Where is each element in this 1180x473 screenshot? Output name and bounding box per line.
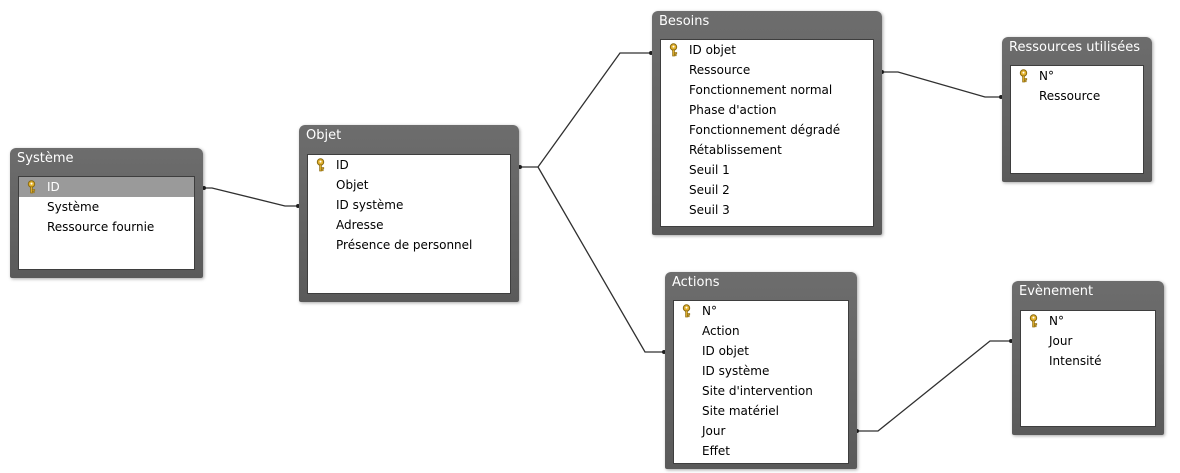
field-name: Phase d'action — [689, 103, 777, 117]
field-row[interactable]: N° — [1011, 66, 1143, 86]
field-row[interactable]: ID — [308, 155, 510, 175]
field-name: Seuil 2 — [689, 183, 730, 197]
field-name: Intensité — [1049, 354, 1102, 368]
table-title[interactable]: Actions — [672, 275, 720, 290]
field-name: ID système — [336, 198, 404, 212]
field-row[interactable]: Jour — [674, 421, 848, 441]
field-name: Rétablissement — [689, 143, 782, 157]
field-name: Jour — [702, 424, 726, 438]
field-row[interactable]: N° — [1021, 311, 1155, 331]
field-row[interactable]: Fonctionnement dégradé — [661, 120, 873, 140]
key-icon — [667, 43, 680, 57]
field-row[interactable]: Site matériel — [674, 401, 848, 421]
field-name: ID — [336, 158, 349, 172]
field-row[interactable]: N° — [674, 301, 848, 321]
field-name: Effet — [702, 444, 730, 458]
field-row[interactable]: Seuil 2 — [661, 180, 873, 200]
link-systeme-objet[interactable] — [204, 187, 299, 207]
field-name: Fonctionnement normal — [689, 83, 833, 97]
field-row[interactable]: ID objet — [674, 341, 848, 361]
field-row[interactable]: ID objet — [661, 40, 873, 60]
field-name: Seuil 1 — [689, 163, 730, 177]
field-row[interactable]: Phase d'action — [661, 100, 873, 120]
link-endpoint — [202, 186, 206, 190]
field-list[interactable]: N° Ressource — [1010, 65, 1144, 174]
field-name: N° — [1049, 314, 1064, 328]
link-besoins-ressources[interactable] — [882, 71, 1002, 98]
field-name: Présence de personnel — [336, 238, 473, 252]
table-title[interactable]: Besoins — [659, 14, 710, 29]
table-title[interactable]: Système — [17, 151, 74, 166]
field-name: Jour — [1049, 334, 1073, 348]
field-row[interactable]: Système — [19, 197, 194, 217]
field-row[interactable]: Seuil 3 — [661, 200, 873, 220]
field-name: Système — [47, 200, 100, 214]
field-name: ID système — [702, 364, 770, 378]
link-actions-evenement[interactable] — [857, 340, 1012, 432]
field-name: Adresse — [336, 218, 384, 232]
key-icon — [680, 304, 693, 318]
field-name: ID objet — [689, 43, 736, 57]
field-name: Ressource — [1039, 89, 1101, 103]
field-row[interactable]: Effet — [674, 441, 848, 461]
field-row[interactable]: Ressource fournie — [19, 217, 194, 237]
field-name: Objet — [336, 178, 369, 192]
link-objet-actions[interactable] — [537, 166, 665, 353]
field-row[interactable]: ID système — [674, 361, 848, 381]
link-objet-besoins[interactable] — [520, 52, 652, 168]
field-name: ID objet — [702, 344, 749, 358]
field-row[interactable]: Présence de personnel — [308, 235, 510, 255]
field-name: Seuil 3 — [689, 203, 730, 217]
field-row[interactable]: ID — [19, 177, 194, 197]
field-row[interactable]: Adresse — [308, 215, 510, 235]
key-icon — [1027, 314, 1040, 328]
field-row[interactable]: Rétablissement — [661, 140, 873, 160]
field-row[interactable]: Ressource — [661, 60, 873, 80]
field-row[interactable]: Fonctionnement normal — [661, 80, 873, 100]
field-row[interactable]: Jour — [1021, 331, 1155, 351]
field-row[interactable]: Action — [674, 321, 848, 341]
field-name: Site matériel — [702, 404, 779, 418]
field-row[interactable]: ID système — [308, 195, 510, 215]
field-row[interactable]: Seuil 1 — [661, 160, 873, 180]
field-name: Ressource fournie — [47, 220, 155, 234]
field-row[interactable]: Site d'intervention — [674, 381, 848, 401]
field-row[interactable]: Objet — [308, 175, 510, 195]
field-name: Site d'intervention — [702, 384, 813, 398]
table-title[interactable]: Evènement — [1019, 284, 1094, 299]
field-name: Ressource — [689, 63, 751, 77]
field-name: N° — [702, 304, 717, 318]
field-name: N° — [1039, 69, 1054, 83]
table-title[interactable]: Ressources utilisées — [1009, 40, 1141, 55]
key-icon — [314, 158, 327, 172]
link-endpoint — [518, 165, 522, 169]
table-ressources-utilisees[interactable]: Ressources utilisées N° Ressource — [1002, 37, 1152, 182]
field-name: Action — [702, 324, 740, 338]
field-row[interactable]: Intensité — [1021, 351, 1155, 371]
table-title[interactable]: Objet — [306, 128, 342, 143]
field-name: Fonctionnement dégradé — [689, 123, 841, 137]
key-icon — [25, 180, 38, 194]
field-row[interactable]: Ressource — [1011, 86, 1143, 106]
field-name: ID — [47, 180, 60, 194]
key-icon — [1017, 69, 1030, 83]
